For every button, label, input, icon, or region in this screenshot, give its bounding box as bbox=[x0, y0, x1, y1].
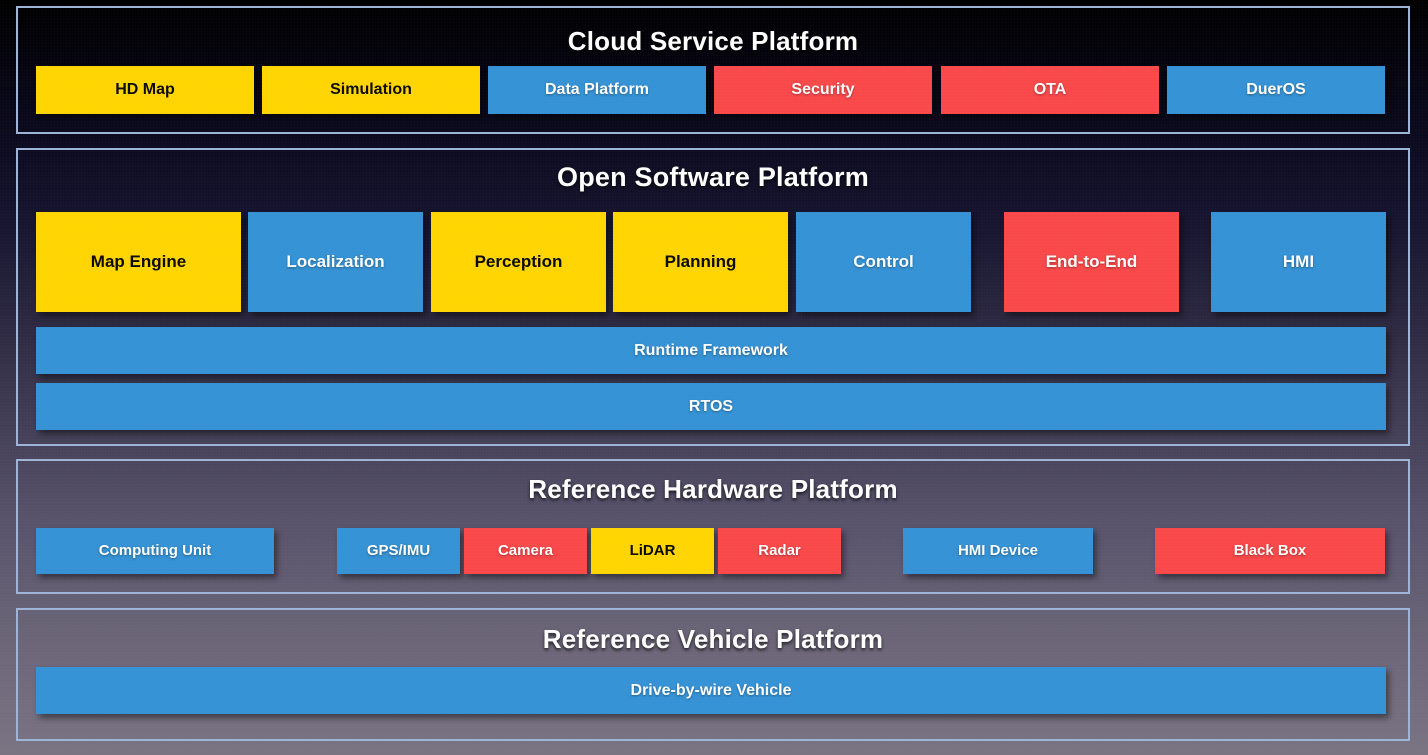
box-gps-imu[interactable]: GPS/IMU bbox=[337, 528, 460, 574]
box-label: OTA bbox=[1033, 81, 1067, 99]
box-label: End-to-End bbox=[1045, 251, 1138, 271]
box-label: Radar bbox=[758, 541, 801, 559]
panel-reference-vehicle-platform: Reference Vehicle Platform bbox=[16, 608, 1410, 741]
box-label: Simulation bbox=[330, 81, 412, 99]
box-dueros[interactable]: DuerOS bbox=[1167, 66, 1385, 114]
box-label: Control bbox=[853, 251, 914, 271]
box-label: Data Platform bbox=[544, 81, 650, 99]
panel-title-reference-vehicle-platform: Reference Vehicle Platform bbox=[542, 624, 884, 654]
box-drive-by-wire-vehicle[interactable]: Drive-by-wire Vehicle bbox=[36, 667, 1386, 714]
box-hd-map[interactable]: HD Map bbox=[36, 66, 254, 114]
box-label: Runtime Framework bbox=[634, 341, 788, 359]
box-ota[interactable]: OTA bbox=[941, 66, 1159, 114]
box-planning[interactable]: Planning bbox=[613, 212, 788, 312]
box-label: DuerOS bbox=[1246, 81, 1306, 99]
box-label: LiDAR bbox=[629, 541, 676, 559]
box-label: Camera bbox=[497, 541, 554, 559]
box-map-engine[interactable]: Map Engine bbox=[36, 212, 241, 312]
box-data-platform[interactable]: Data Platform bbox=[488, 66, 706, 114]
box-camera[interactable]: Camera bbox=[464, 528, 587, 574]
box-label: HD Map bbox=[115, 81, 175, 99]
box-label: Computing Unit bbox=[98, 541, 212, 559]
box-label: Localization bbox=[286, 251, 385, 271]
box-computing-unit[interactable]: Computing Unit bbox=[36, 528, 274, 574]
box-label: HMI bbox=[1282, 251, 1315, 271]
box-label: GPS/IMU bbox=[366, 541, 431, 559]
box-label: HMI Device bbox=[957, 541, 1039, 559]
box-hmi-device[interactable]: HMI Device bbox=[903, 528, 1093, 574]
box-label: Security bbox=[791, 81, 855, 99]
box-label: Black Box bbox=[1233, 541, 1307, 559]
box-radar[interactable]: Radar bbox=[718, 528, 841, 574]
box-security[interactable]: Security bbox=[714, 66, 932, 114]
box-control[interactable]: Control bbox=[796, 212, 971, 312]
box-rtos[interactable]: RTOS bbox=[36, 383, 1386, 430]
box-label: RTOS bbox=[688, 397, 734, 415]
panel-title-cloud-service-platform: Cloud Service Platform bbox=[567, 26, 859, 56]
panel-open-software-platform: Open Software Platform bbox=[16, 148, 1410, 446]
box-end-to-end[interactable]: End-to-End bbox=[1004, 212, 1179, 312]
box-runtime-framework[interactable]: Runtime Framework bbox=[36, 327, 1386, 374]
panel-title-open-software-platform: Open Software Platform bbox=[557, 162, 869, 192]
panel-cloud-service-platform: Cloud Service Platform bbox=[16, 6, 1410, 134]
box-black-box[interactable]: Black Box bbox=[1155, 528, 1385, 574]
box-perception[interactable]: Perception bbox=[431, 212, 606, 312]
box-label: Planning bbox=[664, 251, 737, 271]
box-label: Perception bbox=[474, 251, 563, 271]
box-label: Drive-by-wire Vehicle bbox=[630, 681, 792, 699]
box-hmi[interactable]: HMI bbox=[1211, 212, 1386, 312]
panel-reference-hardware-platform: Reference Hardware Platform bbox=[16, 459, 1410, 594]
box-lidar[interactable]: LiDAR bbox=[591, 528, 714, 574]
box-label: Map Engine bbox=[90, 251, 187, 271]
box-simulation[interactable]: Simulation bbox=[262, 66, 480, 114]
box-localization[interactable]: Localization bbox=[248, 212, 423, 312]
panel-title-reference-hardware-platform: Reference Hardware Platform bbox=[528, 474, 898, 504]
